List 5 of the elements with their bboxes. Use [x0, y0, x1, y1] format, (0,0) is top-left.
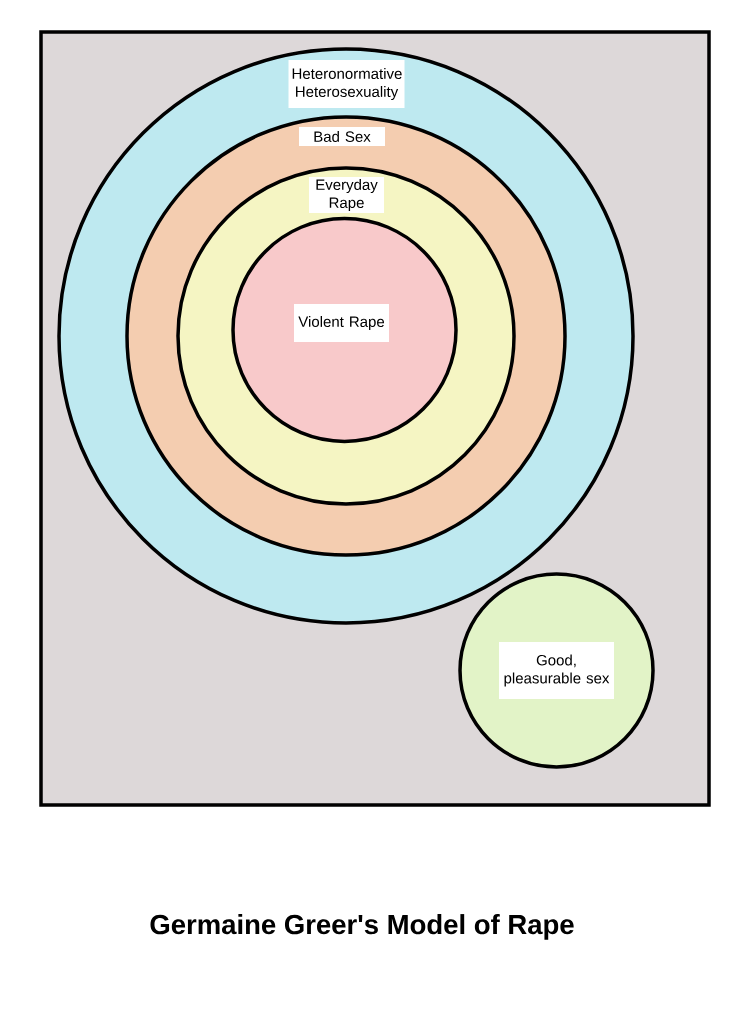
region-label: Everyday Rape — [309, 177, 384, 213]
region-label: Violent Rape — [294, 304, 389, 342]
region-label: Good, pleasurable sex — [499, 642, 614, 699]
region-label: Heteronormative Heterosexuality — [288, 60, 405, 108]
diagram-title: Germaine Greer's Model of Rape — [150, 914, 574, 940]
